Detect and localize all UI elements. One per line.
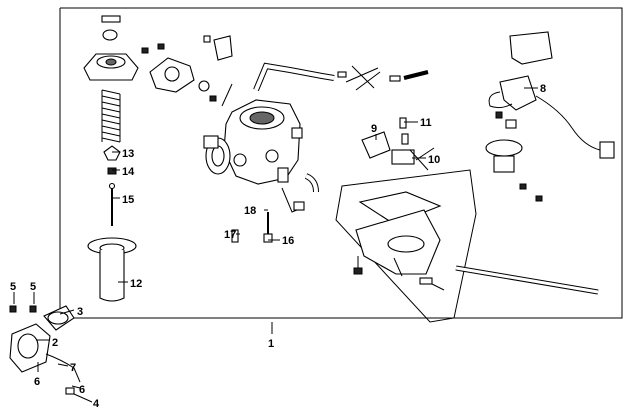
callout-11: 11 <box>420 117 432 129</box>
callout-7: 7 <box>70 362 76 374</box>
callout-13: 13 <box>122 148 134 160</box>
callout-10: 10 <box>428 154 440 166</box>
jet-needle-part <box>108 182 116 226</box>
callout-5-right: 5 <box>30 281 36 293</box>
diaphragm-piston-part <box>87 237 137 302</box>
callout-6-left: 6 <box>34 376 40 388</box>
washer-part <box>107 167 117 175</box>
callout-16: 16 <box>282 235 294 247</box>
callout-15: 15 <box>122 194 134 206</box>
callout-12: 12 <box>130 278 142 290</box>
assembly-frame <box>59 7 623 319</box>
callout-3: 3 <box>77 306 83 318</box>
spring-part <box>101 89 121 143</box>
needle-clip-part <box>103 145 121 161</box>
auto-choke-part <box>485 31 615 202</box>
intake-manifold-part <box>9 305 81 395</box>
callout-6-lower: 6 <box>79 384 85 396</box>
drain-hose-part <box>281 173 319 213</box>
callout-18: 18 <box>244 205 256 217</box>
callout-14: 14 <box>122 166 135 178</box>
float-bowl-part <box>335 169 477 323</box>
callout-labels: 1 2 3 4 5 5 6 6 7 8 9 10 11 12 13 14 15 … <box>10 83 546 409</box>
callout-4: 4 <box>93 398 100 409</box>
float-part <box>361 117 435 171</box>
throttle-linkage-part <box>141 35 233 107</box>
callout-1: 1 <box>268 338 274 350</box>
callout-9: 9 <box>371 123 377 135</box>
callout-5-left: 5 <box>10 281 16 293</box>
overflow-tube-part <box>455 265 599 295</box>
leader-lines <box>13 87 538 403</box>
main-jet-part <box>231 212 273 243</box>
vent-hose-part <box>253 62 429 92</box>
callout-2: 2 <box>52 337 58 349</box>
carb-top-cover-part <box>83 15 139 81</box>
callout-8: 8 <box>540 83 546 95</box>
carburetor-body-part <box>203 99 303 185</box>
callout-17: 17 <box>224 229 236 241</box>
